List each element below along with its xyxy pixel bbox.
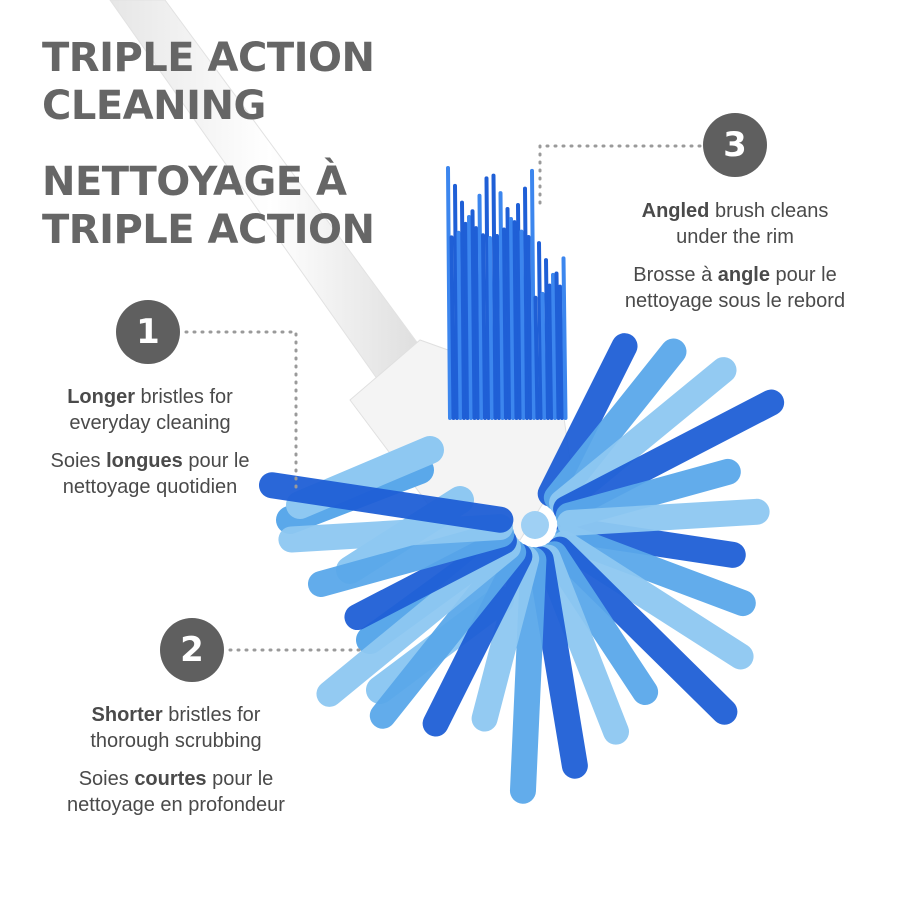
bristle-strand — [561, 256, 568, 420]
bristle-strand — [523, 186, 529, 420]
bristle-strand — [540, 291, 547, 420]
bristle-strand — [474, 226, 480, 420]
headline-french-line-1: NETTOYAGE À — [42, 159, 347, 205]
callout-2-english-bold: Shorter — [91, 704, 163, 726]
callout-2-french-line-2: nettoyage en profondeur — [67, 794, 285, 816]
callout-3-english-line-2: under the rim — [676, 226, 794, 248]
bristle-strand — [558, 284, 564, 420]
bristle-strand — [460, 200, 466, 420]
bristle-strand — [456, 230, 463, 420]
callout-3-french-post: pour le — [770, 264, 837, 286]
callout-2-french-bold: courtes — [134, 768, 207, 790]
bristle-tuft — [549, 357, 737, 516]
bristle-strand — [449, 235, 456, 420]
bristle-strand — [498, 191, 505, 420]
callout-1-french: Soies longues pour le nettoyage quotidie… — [20, 448, 280, 500]
bristle-tuft — [527, 546, 588, 779]
callout-2-english-line-2: thorough scrubbing — [90, 730, 262, 752]
callout-2-french-pre: Soies — [78, 768, 135, 790]
callout-1-french-bold: longues — [106, 450, 183, 472]
callout-3-french-pre: Brosse à — [633, 264, 718, 286]
headline-french-line-2: TRIPLE ACTION — [42, 207, 375, 253]
callout-shorter-bristles: Shorter bristles for thorough scrubbing … — [40, 702, 312, 818]
headline-english-line-1: TRIPLE ACTION — [42, 35, 375, 81]
radial-bristles — [258, 333, 785, 804]
bristle-strand — [484, 176, 491, 420]
bristle-strand — [446, 166, 452, 420]
bristle-tuft — [509, 546, 547, 804]
callout-3-french: Brosse à angle pour le nettoyage sous le… — [604, 262, 866, 314]
bristle-strand — [554, 271, 561, 420]
bristle-tuft — [551, 530, 754, 670]
callout-2-french: Soies courtes pour le nettoyage en profo… — [40, 766, 312, 818]
callout-number-badge-2: 2 — [160, 618, 224, 682]
callout-angled-brush: Angled brush cleans under the rim Brosse… — [604, 198, 866, 314]
callout-3-english: Angled brush cleans under the rim — [604, 198, 866, 250]
bristle-strand — [509, 216, 515, 420]
callout-1-french-line-2: nettoyage quotidien — [62, 476, 238, 498]
bristle-strand — [526, 234, 533, 420]
callout-1-english-rest: bristles for — [134, 386, 233, 408]
headline-english-line-2: CLEANING — [42, 83, 266, 129]
bristle-tuft — [258, 472, 514, 533]
callout-1-english: Longer bristles for everyday cleaning — [20, 384, 280, 436]
bristle-strand — [505, 206, 512, 420]
bristle-strand — [467, 214, 473, 420]
bristle-strand — [533, 295, 540, 420]
callout-3-french-bold: angle — [717, 264, 770, 286]
bristle-strand — [481, 233, 487, 420]
bristle-strand — [477, 193, 484, 420]
bristle-tuft — [534, 544, 630, 745]
bristle-strand — [470, 209, 477, 420]
bristle-tuft — [543, 338, 687, 511]
brush-hub — [521, 511, 549, 539]
bristle-tuft — [546, 536, 738, 725]
callout-1-english-bold: Longer — [67, 386, 135, 408]
callout-1-french-pre: Soies — [50, 450, 107, 472]
bristle-strand — [488, 235, 494, 420]
bristle-strand — [502, 227, 508, 420]
bristle-strand — [519, 229, 526, 420]
callout-number-badge-1: 1 — [116, 300, 180, 364]
callout-number-badge-3: 3 — [703, 113, 767, 177]
callout-2-french-post: pour le — [206, 768, 274, 790]
bristle-tuft — [422, 543, 533, 737]
bristle-tuft — [553, 389, 785, 522]
bristle-tuft — [369, 539, 527, 729]
bristle-strand — [491, 173, 498, 420]
leader-line-1 — [184, 330, 298, 492]
bristle-tuft — [556, 498, 770, 536]
callout-3-english-bold: Angled — [641, 200, 710, 222]
bristle-tuft — [278, 514, 514, 553]
callout-2-english: Shorter bristles for thorough scrubbing — [40, 702, 312, 754]
angled-bristles — [446, 166, 568, 420]
callout-1-english-line-2: everyday cleaning — [69, 412, 231, 434]
bristle-strand — [463, 221, 470, 420]
bristle-strand — [516, 203, 522, 420]
bristle-tuft — [554, 524, 756, 617]
bristle-strand — [530, 168, 536, 420]
bristle-strand — [537, 241, 543, 420]
callout-longer-bristles: Longer bristles for everyday cleaning So… — [20, 384, 280, 500]
leader-line-3 — [538, 144, 702, 207]
headline-english: TRIPLE ACTION CLEANING — [42, 34, 375, 130]
bristle-tuft — [316, 534, 521, 707]
bristle-strand — [512, 220, 519, 420]
bristle-strand — [551, 272, 557, 420]
callout-1-french-post: pour le — [182, 450, 250, 472]
bristle-strand — [495, 234, 501, 420]
headline-french: NETTOYAGE À TRIPLE ACTION — [42, 158, 375, 254]
bristle-strand — [453, 183, 459, 420]
callout-3-french-line-2: nettoyage sous le rebord — [624, 290, 846, 312]
bristle-strand — [544, 258, 550, 420]
callout-2-english-rest: bristles for — [162, 704, 261, 726]
bristle-strand — [547, 283, 554, 420]
bristle-tuft — [307, 521, 515, 597]
callout-3-english-rest: brush cleans — [709, 200, 829, 222]
